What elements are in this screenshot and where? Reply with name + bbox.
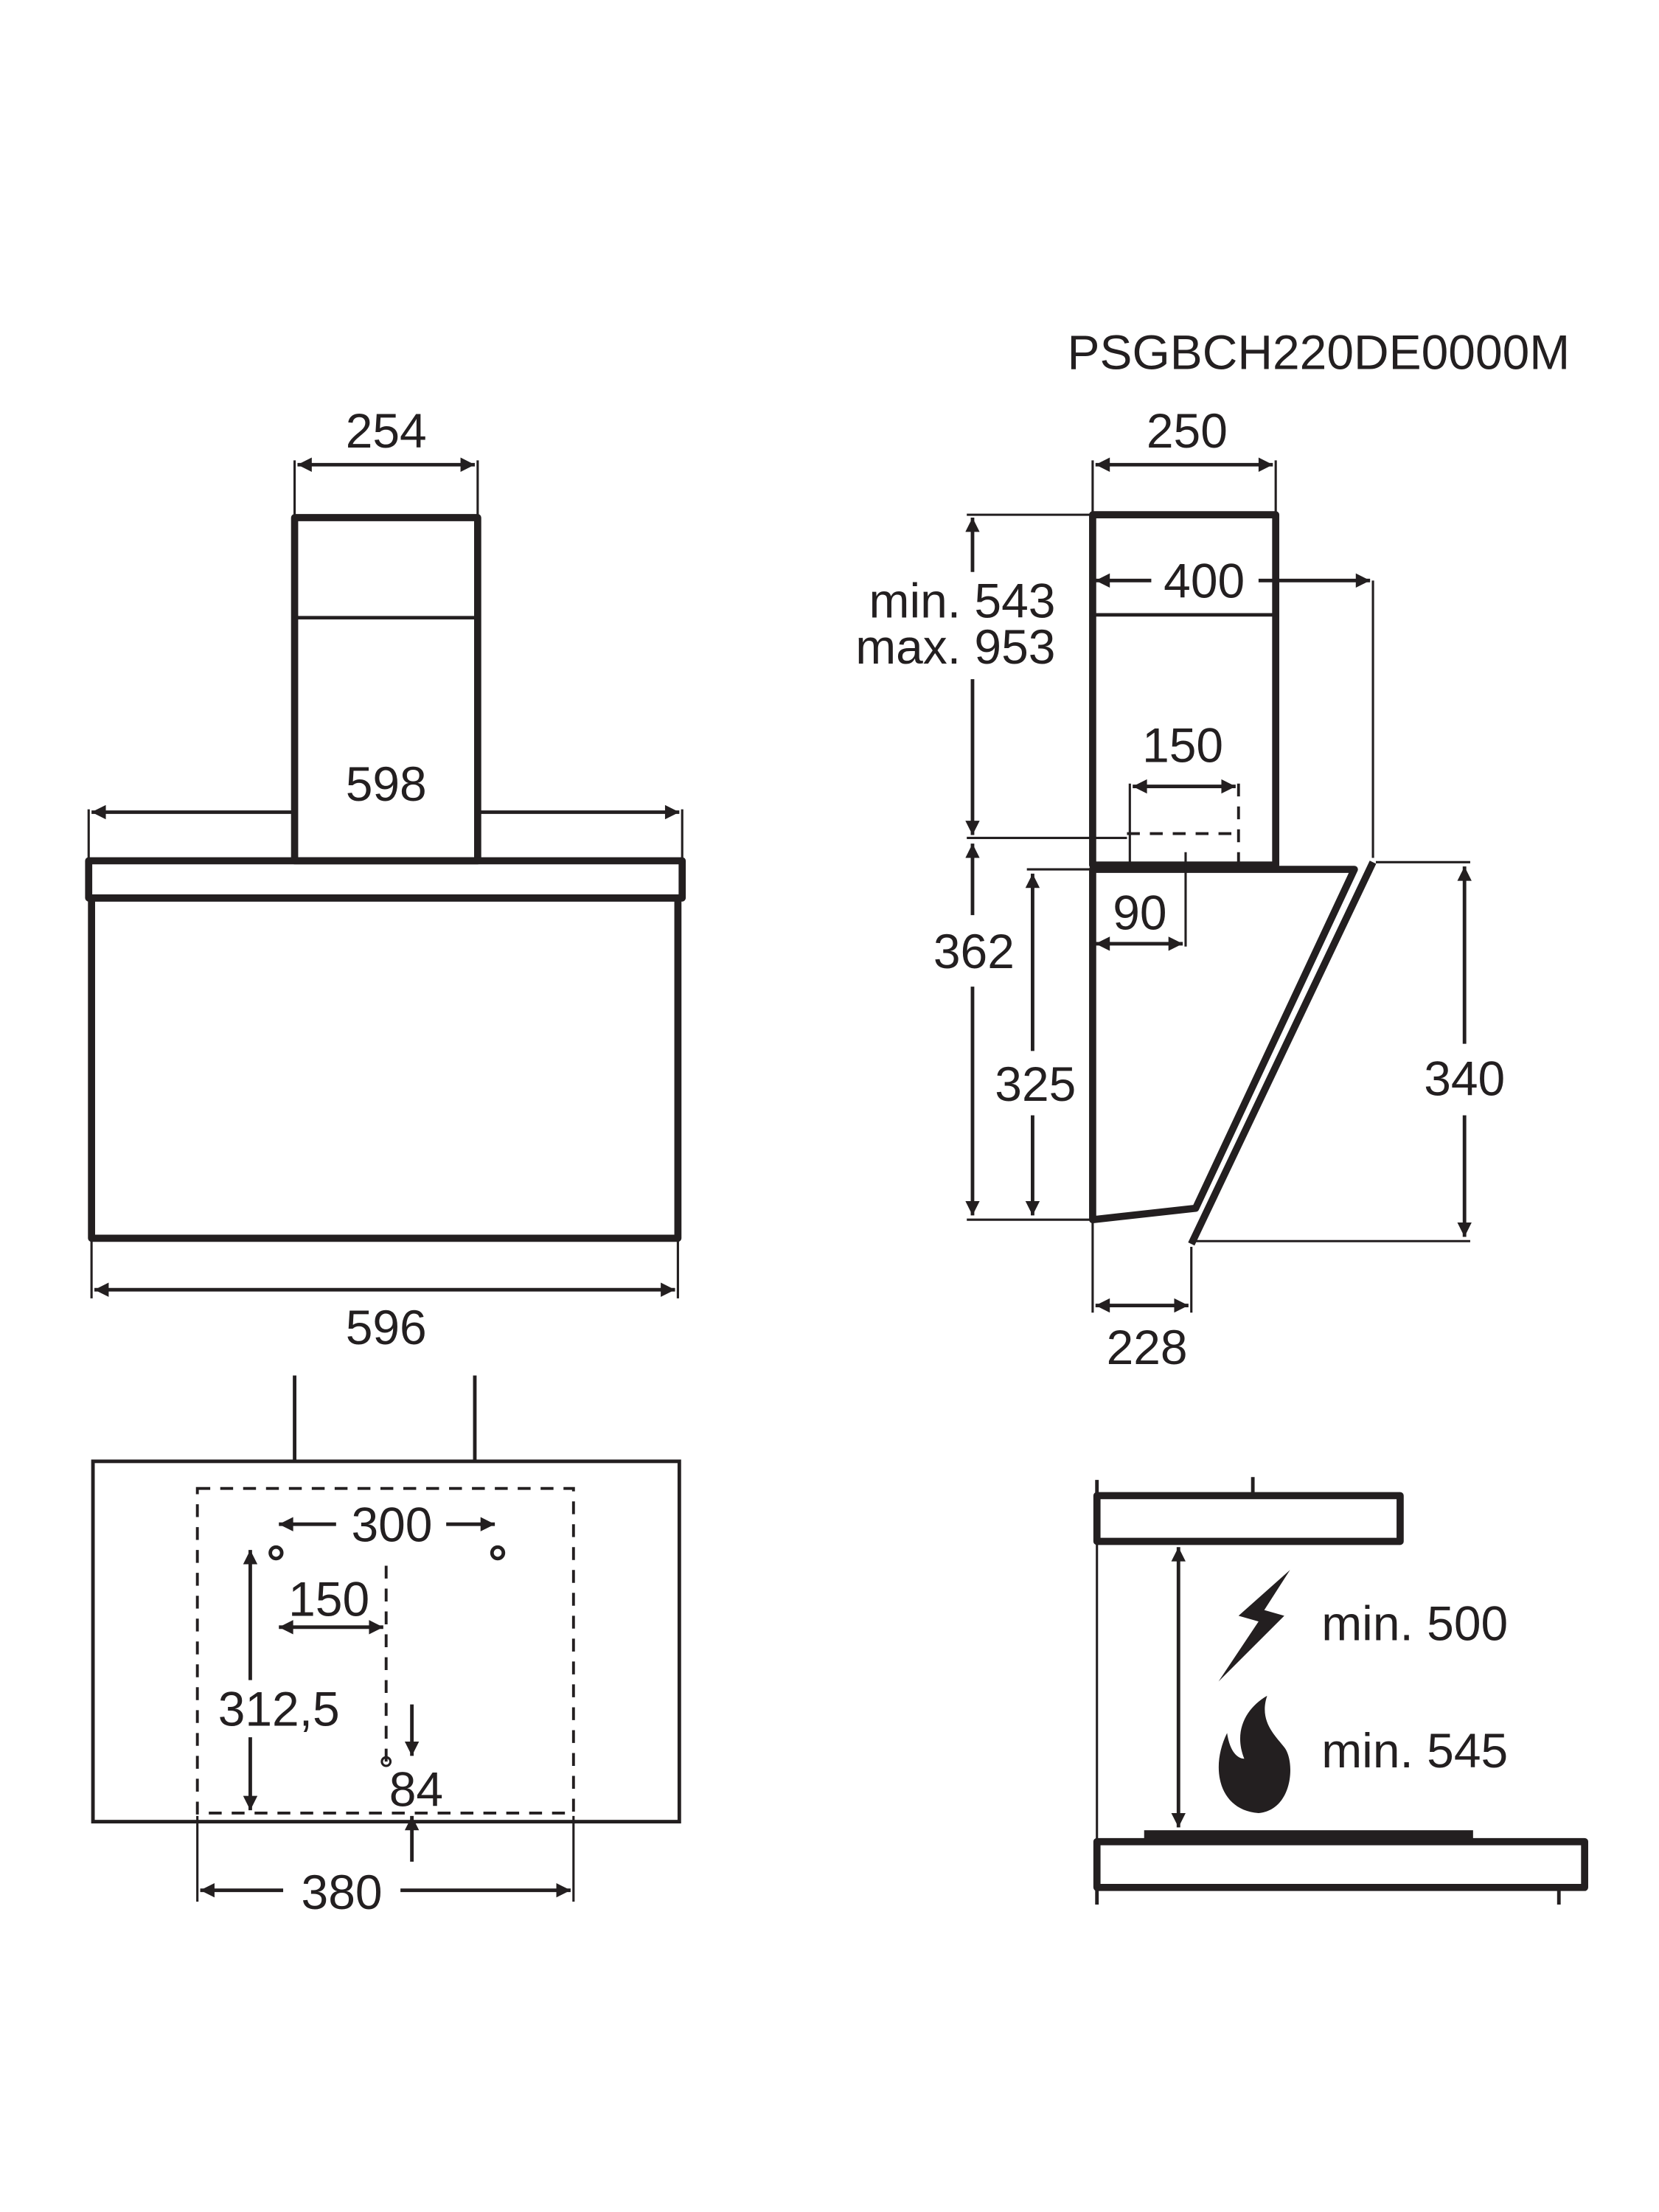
depth-to-glass-label: 400 (1164, 554, 1245, 608)
hole-offset-label: 150 (288, 1571, 369, 1626)
lightning-icon (1218, 1570, 1290, 1682)
chimney-height-min-label: min. 543 (869, 574, 1056, 628)
chimney-height-max-label: max. 953 (855, 619, 1055, 674)
bottom-depth-label: 228 (1107, 1320, 1188, 1374)
hole-spacing-label: 300 (351, 1498, 432, 1552)
back-height-label: 325 (995, 1057, 1076, 1111)
canopy-bottom-width-label: 596 (346, 1300, 427, 1354)
glass-height-label: 340 (1424, 1051, 1505, 1105)
side-view: 250 400 150 90 min. 543 max. 953 362 325… (855, 403, 1505, 1374)
electric-min-label: min. 500 (1321, 1596, 1508, 1650)
installation-clearance-view: min. 500 min. 545 (1093, 1477, 1588, 1905)
flame-icon (1218, 1695, 1290, 1813)
model-number: PSGBCH220DE0000M (1067, 324, 1570, 379)
hole-height-label: 312,5 (218, 1682, 340, 1736)
outlet-width-label: 150 (1142, 718, 1223, 773)
front-view: 254 598 596 (85, 403, 686, 1354)
body-height-label: 362 (933, 924, 1015, 978)
gas-min-label: min. 545 (1321, 1723, 1508, 1778)
canopy-top-width-label: 598 (346, 757, 427, 811)
chimney-width-label: 254 (346, 403, 427, 458)
chimney-depth-label: 250 (1147, 403, 1228, 458)
bracket-width-label: 380 (302, 1865, 383, 1919)
outlet-offset-label: 90 (1113, 886, 1166, 940)
bottom-offset-label: 84 (389, 1761, 443, 1816)
wall-bracket-view: 300 150 312,5 84 380 (91, 1375, 681, 1919)
